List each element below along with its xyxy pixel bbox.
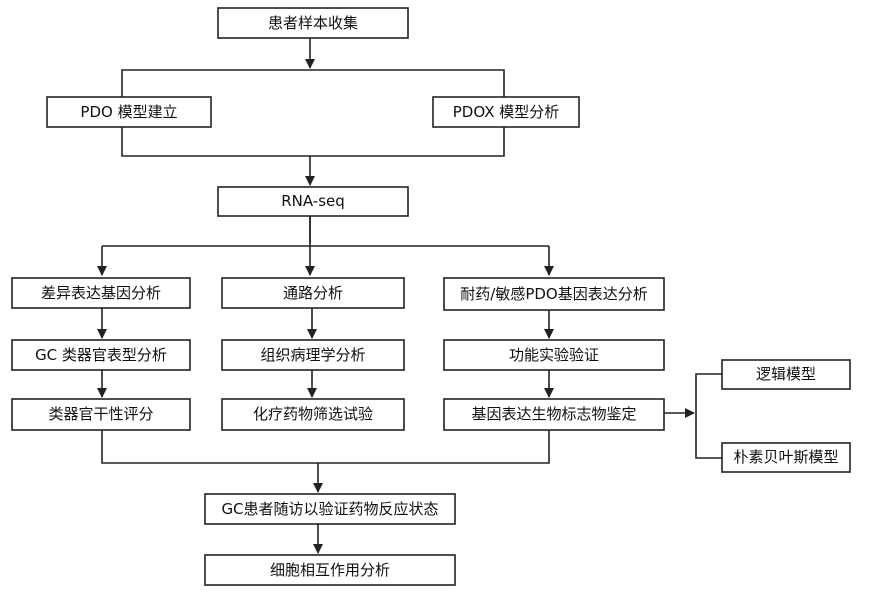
bottom-merge-bracket [101, 430, 550, 464]
node-label: 通路分析 [283, 284, 343, 302]
model-bracket [695, 373, 722, 459]
node-biomarker-identification[interactable]: 基因表达生物标志物鉴定 [443, 398, 665, 431]
node-cell-interaction[interactable]: 细胞相互作用分析 [204, 554, 456, 586]
node-resistance-expression[interactable]: 耐药/敏感PDO基因表达分析 [443, 277, 665, 311]
node-label: 基因表达生物标志物鉴定 [471, 405, 636, 423]
node-pdo-model[interactable]: PDO 模型建立 [46, 96, 212, 128]
node-label: 差异表达基因分析 [41, 284, 161, 302]
node-label: 化疗药物筛选试验 [253, 405, 373, 423]
node-drug-screening[interactable]: 化疗药物筛选试验 [221, 398, 405, 431]
node-rna-seq[interactable]: RNA-seq [217, 186, 409, 217]
node-label: PDOX 模型分析 [453, 103, 560, 121]
node-label: 耐药/敏感PDO基因表达分析 [460, 285, 647, 303]
node-functional-validation[interactable]: 功能实验验证 [443, 339, 665, 371]
node-diff-expression[interactable]: 差异表达基因分析 [11, 277, 191, 309]
node-label: 朴素贝叶斯模型 [733, 448, 838, 466]
node-stemness-score[interactable]: 类器官干性评分 [11, 398, 191, 431]
node-followup[interactable]: GC患者随访以验证药物反应状态 [204, 493, 456, 525]
merge-bracket-bottom [121, 127, 505, 157]
node-naive-bayes[interactable]: 朴素贝叶斯模型 [721, 442, 851, 473]
node-label: 患者样本收集 [268, 14, 358, 32]
node-logic-model[interactable]: 逻辑模型 [721, 359, 851, 390]
node-label: 功能实验验证 [509, 346, 599, 364]
node-pdox-model[interactable]: PDOX 模型分析 [432, 96, 580, 128]
connectors [97, 38, 722, 554]
node-pathway[interactable]: 通路分析 [221, 277, 405, 309]
node-sample-collection[interactable]: 患者样本收集 [217, 7, 409, 39]
split-bracket-top [121, 69, 505, 97]
node-label: RNA-seq [281, 192, 345, 210]
node-label: 类器官干性评分 [48, 405, 153, 423]
node-label: PDO 模型建立 [80, 103, 177, 121]
node-histopathology[interactable]: 组织病理学分析 [221, 339, 405, 371]
node-label: 逻辑模型 [756, 365, 816, 383]
node-label: 细胞相互作用分析 [270, 561, 390, 579]
node-label: GC患者随访以验证药物反应状态 [221, 500, 438, 518]
node-label: GC 类器官表型分析 [35, 346, 167, 364]
node-gc-phenotype[interactable]: GC 类器官表型分析 [11, 339, 191, 371]
node-label: 组织病理学分析 [260, 346, 365, 364]
